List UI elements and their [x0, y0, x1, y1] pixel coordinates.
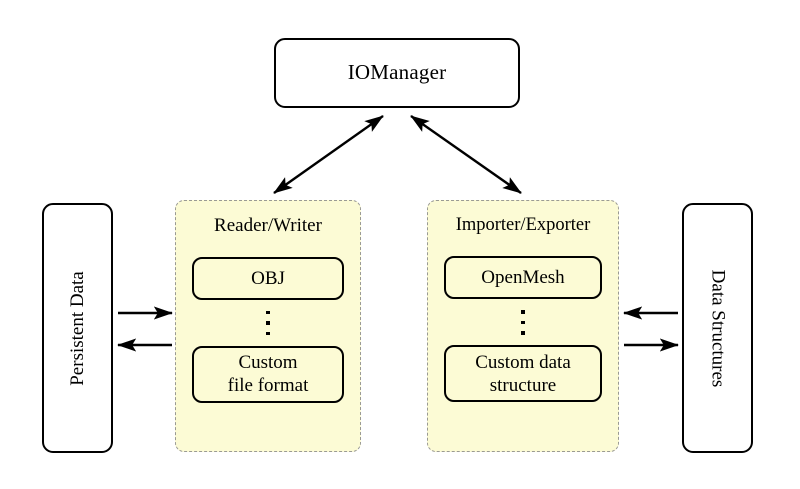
persistent-data-label: Persistent Data [67, 270, 89, 386]
ellipsis-dot [521, 331, 525, 335]
data-structures-node[interactable]: Data Structures [682, 203, 753, 453]
reader-writer-item-obj-label: OBJ [251, 267, 285, 289]
io-manager-label: IOManager [347, 60, 447, 85]
io-manager-node[interactable]: IOManager [274, 38, 520, 108]
reader-writer-panel[interactable]: Reader/Writer OBJ Custom file format [175, 200, 361, 452]
importer-exporter-item-openmesh[interactable]: OpenMesh [444, 256, 602, 300]
reader-writer-item-custom-line2: file format [227, 375, 309, 397]
connector-manager-importer-exporter [410, 115, 522, 194]
importer-exporter-item-custom-line2: structure [489, 374, 557, 396]
importer-exporter-panel[interactable]: Importer/Exporter OpenMesh Custom data s… [427, 200, 619, 452]
reader-writer-ellipsis [266, 300, 270, 346]
ellipsis-dot [521, 320, 525, 325]
importer-exporter-item-custom-line1: Custom data [475, 351, 571, 373]
persistent-data-node[interactable]: Persistent Data [42, 203, 113, 453]
reader-writer-item-custom-line1: Custom [238, 352, 298, 374]
data-structures-label: Data Structures [707, 269, 728, 387]
reader-writer-title: Reader/Writer [214, 215, 322, 236]
importer-exporter-item-openmesh-label: OpenMesh [481, 267, 565, 289]
ellipsis-dot [266, 331, 270, 336]
reader-writer-item-custom-file-format[interactable]: Custom file format [192, 345, 344, 403]
reader-writer-item-obj[interactable]: OBJ [192, 256, 344, 300]
importer-exporter-ellipsis [521, 299, 525, 345]
ellipsis-dot [266, 321, 270, 325]
ellipsis-dot [521, 310, 525, 314]
ellipsis-dot [266, 310, 270, 315]
connector-manager-reader-writer [273, 115, 384, 194]
importer-exporter-item-custom-data-structure[interactable]: Custom data structure [444, 345, 602, 403]
importer-exporter-title: Importer/Exporter [455, 215, 591, 235]
